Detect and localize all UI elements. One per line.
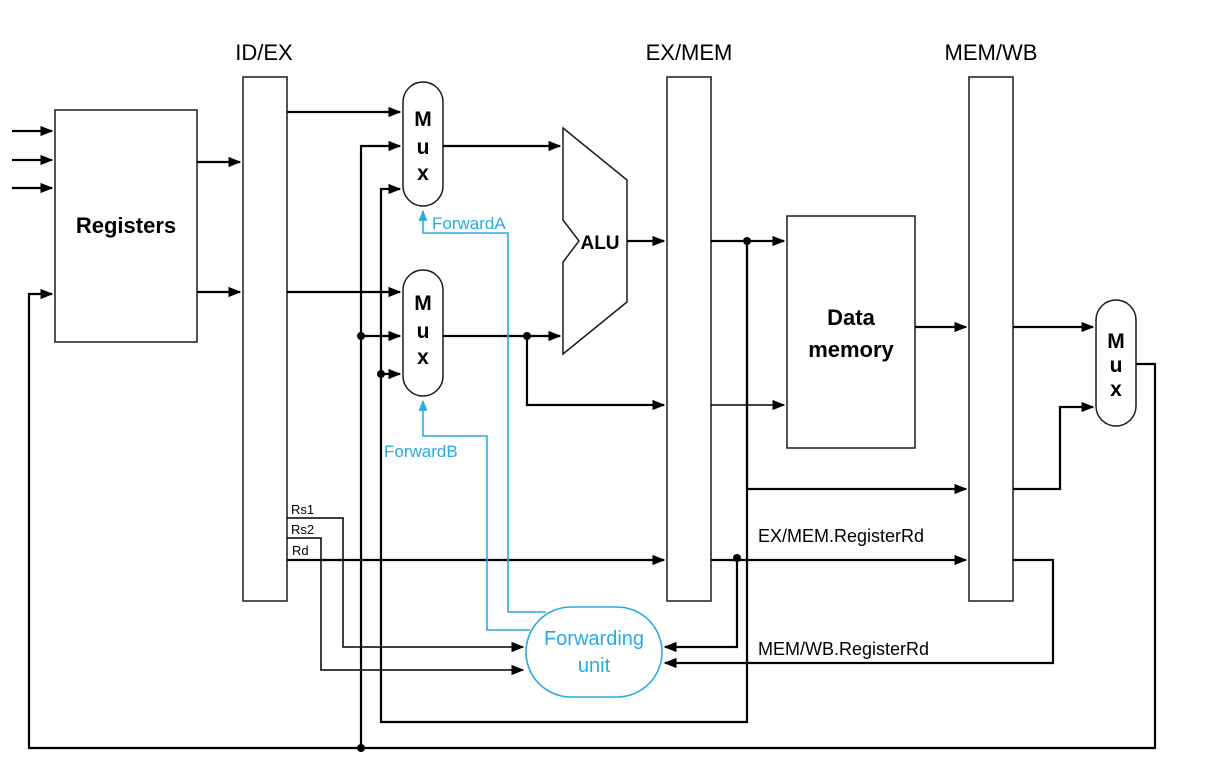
forward-b-label: ForwardB — [384, 442, 458, 461]
rd-label: Rd — [292, 543, 309, 558]
data-memory-label-2: memory — [808, 337, 894, 362]
exmem-rd-to-fwd — [663, 558, 739, 653]
exmem-forward-back — [379, 183, 749, 724]
mux-wb-letter-x: x — [1110, 378, 1122, 401]
data-memory-block — [786, 215, 916, 449]
mux-wb-letter-u: u — [1110, 354, 1123, 377]
forwarding-unit — [525, 606, 663, 698]
mux-a — [402, 81, 444, 207]
forwarding-unit-label-2: unit — [578, 655, 611, 677]
rs1-label: Rs1 — [291, 502, 314, 517]
mux-wb-letter-m: M — [1107, 330, 1125, 353]
mux-b-letter-m: M — [414, 292, 432, 315]
mem-wb-rd-label: MEM/WB.RegisterRd — [758, 639, 929, 659]
rs2-line — [287, 537, 525, 676]
forward-a-line — [418, 209, 546, 613]
rs2-label: Rs2 — [291, 522, 314, 537]
memwb-rd-to-fwd — [663, 558, 1055, 669]
registers-label: Registers — [76, 213, 176, 238]
mux-b-letter-u: u — [417, 320, 430, 343]
registers-block — [54, 109, 198, 343]
rs1-line — [287, 517, 525, 653]
mux-a-letter-x: x — [417, 162, 429, 185]
mux-a-letter-m: M — [414, 108, 432, 131]
mem-wb-label: MEM/WB — [945, 40, 1038, 65]
memwb-to-wbmux-2 — [1013, 401, 1095, 491]
ex-mem-label: EX/MEM — [646, 40, 733, 65]
alu-block — [562, 126, 628, 356]
junction-mux-b-third — [377, 370, 385, 378]
forward-a-label: ForwardA — [432, 214, 506, 233]
junction-mux-b-second — [357, 332, 365, 340]
wb-feedback — [27, 288, 1157, 750]
data-memory-label-1: Data — [827, 305, 875, 330]
muxb-to-exmem — [525, 336, 666, 411]
id-ex-register — [242, 76, 288, 602]
mux-a-letter-u: u — [417, 136, 430, 159]
ex-mem-rd-label: EX/MEM.RegisterRd — [758, 526, 924, 546]
forward-b-line — [418, 399, 530, 631]
forwarding-unit-label-1: Forwarding — [544, 628, 644, 650]
mem-wb-register — [968, 76, 1014, 602]
id-ex-label: ID/EX — [235, 40, 293, 65]
mux-b-letter-x: x — [417, 346, 429, 369]
alu-label: ALU — [580, 233, 619, 254]
wb-to-mux-a — [359, 140, 402, 748]
mux-b — [402, 269, 444, 397]
ex-mem-register — [666, 76, 712, 602]
